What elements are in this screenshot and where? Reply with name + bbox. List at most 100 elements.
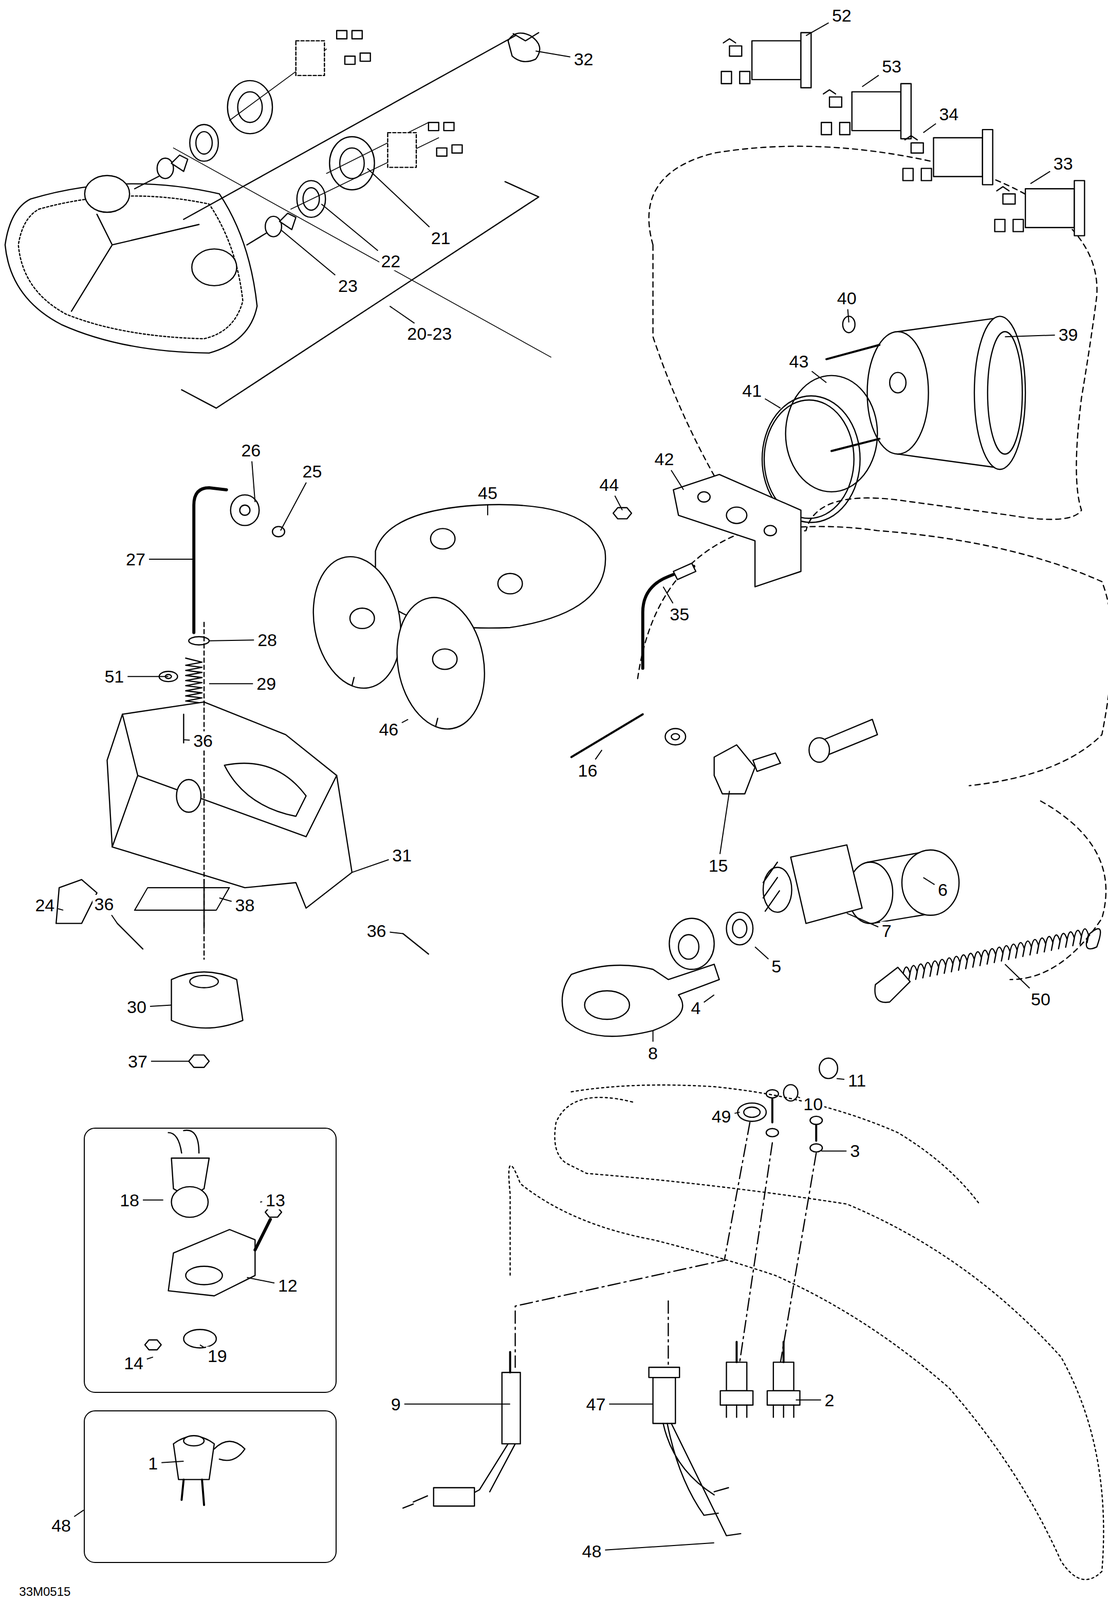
leader-line [821,1150,847,1152]
rod [193,487,227,633]
callout-number: 37 [126,1051,150,1071]
part-outline [737,1102,767,1122]
callout-number: 22 [379,251,402,271]
leader-line [404,1403,511,1405]
leader-line [280,482,307,531]
console-outline [649,146,1098,532]
callout-number: 16 [576,761,600,780]
headlight-lens [18,195,244,339]
leader-line [671,470,684,490]
part-outline [671,733,680,740]
callout-number: 38 [233,895,257,915]
ignition-switch [790,844,863,924]
callout-number: 48 [580,1541,604,1561]
leader-line [352,859,390,873]
gauge-bracket [673,474,801,587]
callout-number: 31 [390,845,414,865]
leader-line [321,204,378,251]
leader-line [704,994,715,1003]
part-outline [766,1089,779,1098]
part-outline [428,122,439,131]
part-outline [430,528,456,549]
part-outline [782,1341,785,1363]
leader-line [111,914,118,923]
callout-number: 11 [846,1070,868,1090]
leader-line [754,946,769,959]
leader-line [149,558,194,560]
cable [642,566,694,669]
callout-number: 4 [689,998,703,1018]
callout-number: 20-23 [405,324,454,343]
part-outline [1003,193,1016,205]
leader-line [199,1344,205,1348]
leader-line [74,1509,84,1517]
callout-number: 42 [652,449,676,469]
part-outline [451,144,463,154]
cap [214,1441,246,1461]
part-outline [432,649,458,670]
leader-line [604,1542,714,1550]
hull-outline [571,1084,980,1205]
part-outline [1074,180,1085,236]
part-outline [735,1341,738,1363]
callout-number: 2 [823,1390,837,1410]
bolt [254,1219,271,1250]
part-outline [819,1058,838,1079]
leader-line [58,908,64,911]
leader-line [797,1096,800,1098]
part-outline [183,1435,205,1446]
o-ring [785,375,878,492]
terminal [181,1479,205,1506]
part-outline [889,372,907,394]
part-outline [982,129,993,185]
part-outline [866,331,929,454]
wire [168,1130,200,1153]
callout-number: 13 [264,1190,287,1210]
part-outline [726,912,754,946]
part-outline [653,1377,676,1424]
part-outline [329,136,375,190]
callout-number: 40 [835,288,859,308]
part-outline [665,728,686,745]
part-outline [171,1186,209,1218]
leader-line [127,675,169,677]
part-outline [176,779,201,813]
wire [662,1423,727,1536]
clip-piece [56,879,97,923]
part-outline [296,40,325,76]
lanyard-coil [902,928,1089,982]
lanyard-clip [874,967,910,1003]
callout-number: 48 [49,1516,73,1535]
group-bracket [181,181,539,409]
leader-line [846,913,879,928]
callout-number: 51 [102,667,126,686]
part-outline [766,1128,779,1137]
callout-number: 1 [146,1453,160,1473]
callout-number: 24 [33,895,57,915]
callout-number: 50 [1029,989,1052,1009]
part-outline [189,975,219,988]
leader-line [796,1399,822,1401]
part-outline [352,30,363,40]
leader-line [260,1201,263,1203]
callout-number: 36 [365,921,389,940]
headlight-housing [5,183,257,354]
terminal [726,1405,748,1418]
callout-number: 15 [707,856,730,875]
part-outline [336,30,347,40]
leader-line [535,50,570,57]
part-outline [808,737,830,763]
part-outline [726,507,748,524]
leader-line [608,1403,653,1405]
part-outline [239,505,251,516]
part-outline [743,1106,761,1118]
leader-line [764,398,781,409]
callout-number: 21 [429,228,453,248]
part-outline [809,1143,823,1152]
leader-line [246,1277,275,1284]
part-outline [433,1487,475,1507]
part-outline [386,590,495,736]
callout-number: 8 [646,1043,660,1063]
callout-number: 52 [830,6,854,25]
